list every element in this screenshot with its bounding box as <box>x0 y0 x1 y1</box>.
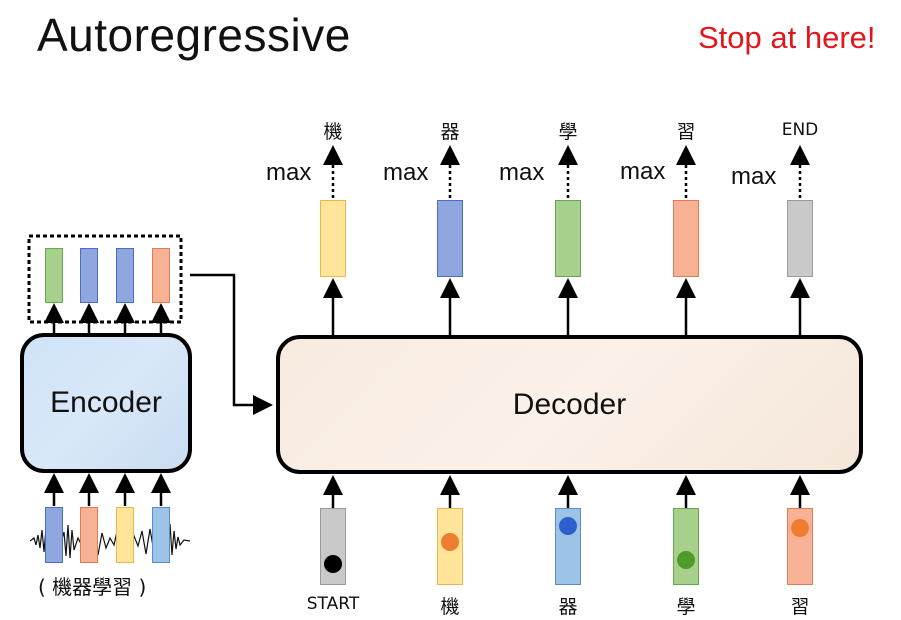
encoder-output-vector-orange <box>152 248 170 303</box>
output-token-5: END <box>781 120 819 140</box>
encoder-output-vector-blue <box>80 248 98 303</box>
output-token-1: 機 <box>323 121 343 143</box>
encoder-input-vector-blue <box>45 507 63 563</box>
decoder-output-vector-4 <box>673 200 699 277</box>
encoder-input-vector-orange <box>80 507 98 563</box>
max-label-1: max <box>266 159 312 186</box>
input-token-2: 機 <box>440 596 460 618</box>
encoder-input-vector-yellow <box>116 507 134 563</box>
encoder-output-vector-blue <box>116 248 134 303</box>
max-label-3: max <box>499 159 545 186</box>
max-label-4: max <box>620 158 666 185</box>
decoder-block: Decoder <box>276 335 863 474</box>
decoder-input-vector-5 <box>787 508 813 585</box>
decoder-input-vector-3 <box>555 508 581 585</box>
green-dot-icon <box>677 551 695 569</box>
start-dot-icon <box>324 555 342 573</box>
input-token-start: START <box>306 594 360 614</box>
decoder-input-vector-2 <box>437 508 463 585</box>
output-token-4: 習 <box>676 121 696 143</box>
decoder-input-vector-start <box>320 508 346 585</box>
input-token-3: 器 <box>558 596 578 618</box>
slide-title: Autoregressive <box>37 9 351 61</box>
blue-dot-icon <box>559 517 577 535</box>
encoder-input-caption: ( 機器學習 ) <box>38 575 147 599</box>
orange-dot-icon <box>791 519 809 537</box>
max-label-5: max <box>731 163 777 190</box>
decoder-label: Decoder <box>512 387 627 421</box>
encoder-block: Encoder <box>20 333 192 473</box>
max-label-2: max <box>383 159 429 186</box>
stop-note: Stop at here! <box>698 20 876 55</box>
encoder-input-vector-lightblue <box>152 507 170 563</box>
decoder-output-vector-1 <box>320 200 346 277</box>
decoder-input-vector-4 <box>673 508 699 585</box>
output-token-2: 器 <box>440 121 460 143</box>
encoder-output-vector-green <box>45 248 63 303</box>
encoder-label: Encoder <box>50 386 162 419</box>
output-token-3: 學 <box>558 121 578 143</box>
input-token-5: 習 <box>790 596 810 618</box>
decoder-output-vector-2 <box>437 200 463 277</box>
decoder-output-vector-5 <box>787 200 813 277</box>
orange-dot-icon <box>441 533 459 551</box>
input-token-4: 學 <box>676 596 696 618</box>
decoder-output-vector-3 <box>555 200 581 277</box>
